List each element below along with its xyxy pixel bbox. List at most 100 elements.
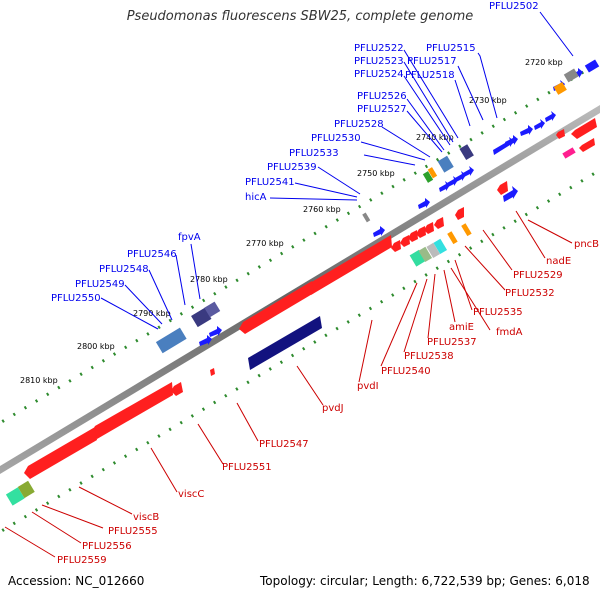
gene-label[interactable]: PFLU2530 <box>311 133 361 144</box>
forward-gene <box>199 335 212 346</box>
gene-label[interactable]: PFLU2559 <box>57 555 107 566</box>
forward-gene <box>373 226 385 237</box>
forward-gene <box>422 171 434 183</box>
reverse-gene <box>418 246 433 263</box>
gene-label[interactable]: pncB <box>574 239 599 250</box>
gene-label[interactable]: PFLU2555 <box>108 526 158 537</box>
forward-gene <box>155 327 187 354</box>
forward-gene-pvdJ <box>248 316 322 370</box>
reverse-labels: pncB nadE PFLU2529 PFLU2532 PFLU2535 fmd… <box>57 239 599 566</box>
topology-label: Topology: circular; Length: 6,722,539 bp… <box>260 574 590 588</box>
ruler-label: 2760 kbp <box>303 205 341 214</box>
gene-label[interactable]: hicA <box>245 192 267 203</box>
ruler-label: 2780 kbp <box>190 275 228 284</box>
gene-label[interactable]: nadE <box>546 256 571 267</box>
gene-label[interactable]: PFLU2502 <box>489 1 539 12</box>
forward-gene <box>520 125 533 136</box>
reverse-gene <box>210 368 215 376</box>
gene-label[interactable]: PFLU2527 <box>357 104 407 115</box>
gene-label[interactable]: PFLU2538 <box>404 351 454 362</box>
gene-label[interactable]: pvdI <box>357 381 379 392</box>
forward-gene <box>191 307 212 328</box>
reverse-gene <box>433 238 448 255</box>
reverse-gene <box>434 217 444 229</box>
gene-label[interactable]: viscC <box>178 489 204 500</box>
reverse-gene <box>424 222 434 234</box>
gene-label[interactable]: fpvA <box>178 232 201 243</box>
reverse-genes <box>5 81 597 506</box>
reverse-gene <box>447 231 458 245</box>
reverse-gene <box>400 235 410 247</box>
reverse-gene-pvdI <box>306 235 392 295</box>
reverse-leaders <box>4 210 573 558</box>
gene-label[interactable]: PFLU2532 <box>505 288 555 299</box>
forward-gene <box>584 59 600 73</box>
gene-label[interactable]: PFLU2526 <box>357 91 407 102</box>
gene-label[interactable]: fmdA <box>496 327 523 338</box>
ruler-label: 2750 kbp <box>357 169 395 178</box>
ruler-label: 2730 kbp <box>469 96 507 105</box>
gene-label[interactable]: amiE <box>449 322 474 333</box>
forward-labels: PFLU2502 PFLU2515 PFLU2517 PFLU2518 PFLU… <box>51 1 539 304</box>
gene-label[interactable]: PFLU2549 <box>75 279 125 290</box>
forward-gene <box>463 166 474 177</box>
forward-gene <box>439 181 450 192</box>
gene-label[interactable]: PFLU2548 <box>99 264 149 275</box>
reverse-gene <box>409 249 426 267</box>
forward-gene <box>437 155 454 173</box>
reverse-gene <box>239 281 314 334</box>
forward-gene <box>427 167 438 179</box>
ruler-line <box>0 60 600 425</box>
gene-label[interactable]: PFLU2556 <box>82 541 132 552</box>
reverse-gene <box>416 226 426 238</box>
gene-label[interactable]: PFLU2537 <box>427 337 477 348</box>
gene-label[interactable]: PFLU2550 <box>51 293 101 304</box>
reverse-gene <box>391 240 401 252</box>
gene-label[interactable]: PFLU2515 <box>426 43 476 54</box>
ruler-label: 2720 kbp <box>525 58 563 67</box>
reverse-gene <box>17 480 35 499</box>
gene-label[interactable]: PFLU2523 <box>354 56 404 67</box>
reverse-gene <box>571 118 597 139</box>
gene-label[interactable]: PFLU2551 <box>222 462 272 473</box>
forward-gene <box>545 111 556 122</box>
gene-label[interactable]: PFLU2546 <box>127 249 177 260</box>
forward-genes <box>155 59 600 354</box>
ruler-label: 2810 kbp <box>20 376 58 385</box>
gene-label[interactable]: PFLU2540 <box>381 366 431 377</box>
forward-gene <box>362 212 371 223</box>
gene-label[interactable]: PFLU2547 <box>259 439 309 450</box>
gene-label[interactable]: PFLU2522 <box>354 43 404 54</box>
gene-label[interactable]: PFLU2535 <box>473 307 523 318</box>
reverse-gene <box>461 223 472 237</box>
gene-label[interactable]: PFLU2517 <box>407 56 457 67</box>
gene-label[interactable]: PFLU2533 <box>289 148 339 159</box>
reverse-gene <box>408 230 418 242</box>
forward-gene <box>503 186 518 202</box>
reverse-gene <box>579 138 595 152</box>
forward-gene <box>209 326 222 337</box>
gene-label[interactable]: PFLU2539 <box>267 162 317 173</box>
gene-label[interactable]: viscB <box>133 512 159 523</box>
reverse-gene <box>556 129 565 139</box>
forward-gene <box>534 119 545 130</box>
reverse-gene <box>5 487 25 506</box>
gene-label[interactable]: pvdJ <box>322 403 344 414</box>
gene-label[interactable]: PFLU2529 <box>513 270 563 281</box>
reverse-gene <box>553 81 567 95</box>
forward-leaders <box>100 11 574 330</box>
ruler-label: 2770 kbp <box>246 239 284 248</box>
accession-label: Accession: NC_012660 <box>8 574 145 588</box>
gene-label[interactable]: PFLU2524 <box>354 69 404 80</box>
ruler-line-inner <box>0 168 600 534</box>
gene-label[interactable]: PFLU2541 <box>245 177 295 188</box>
forward-gene <box>459 144 474 161</box>
forward-gene <box>563 68 579 83</box>
gene-label[interactable]: PFLU2528 <box>334 119 384 130</box>
reverse-gene <box>497 181 508 195</box>
reverse-gene <box>426 242 441 259</box>
reverse-gene <box>91 382 173 439</box>
gene-label[interactable]: PFLU2518 <box>405 70 455 81</box>
